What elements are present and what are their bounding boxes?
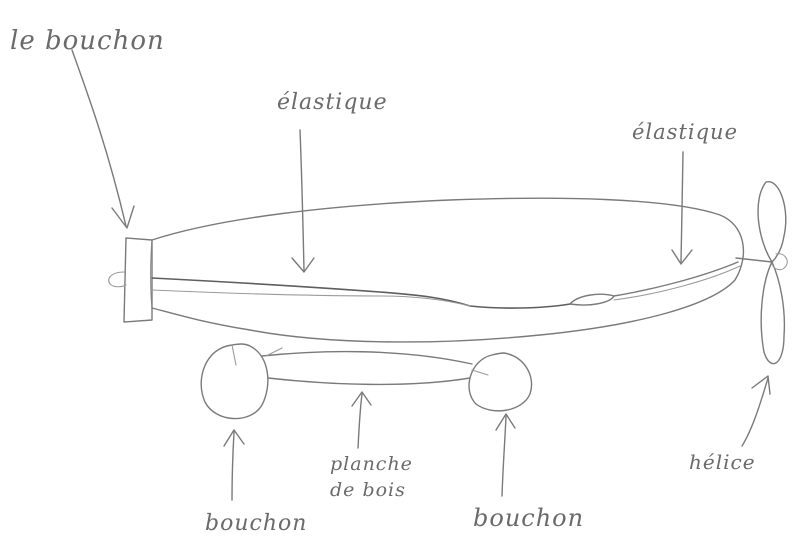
cork-wheel-right-axle xyxy=(471,369,489,376)
elastic-band xyxy=(151,277,571,309)
label-cork-right-wheel: bouchon xyxy=(473,504,585,532)
propeller-blade-top xyxy=(757,181,787,263)
wood-plank xyxy=(261,350,473,365)
label-elastic-left: élastique xyxy=(277,90,388,115)
arrow-propeller xyxy=(741,375,771,447)
wood-plank-bottom xyxy=(267,377,471,386)
plank-strut xyxy=(265,347,283,357)
elastic-knot xyxy=(569,293,615,306)
arrow-cork-right xyxy=(495,413,516,497)
cork-wheel-left xyxy=(200,343,269,420)
label-cork-top: le bouchon xyxy=(10,26,165,56)
cork-wheel-right xyxy=(468,352,533,412)
arrow-cork-left xyxy=(223,429,245,501)
arrow-elastic-left xyxy=(291,129,315,273)
label-elastic-right: élastique xyxy=(632,120,738,144)
label-plank-line1: planche xyxy=(330,453,413,475)
elastic-band-tail xyxy=(613,261,739,297)
balloon-hull xyxy=(151,197,745,343)
propeller-blade-bottom xyxy=(760,261,786,365)
label-cork-left-wheel: bouchon xyxy=(205,511,308,536)
cork-wheel-left-axle xyxy=(231,344,237,366)
cork-plug xyxy=(123,237,153,323)
propeller-shaft xyxy=(735,257,773,263)
cork-nozzle xyxy=(108,271,127,288)
arrow-cork-top xyxy=(71,49,135,229)
label-propeller: hélice xyxy=(689,450,756,474)
propeller-hub xyxy=(771,253,788,271)
elastic-band-tail-2 xyxy=(613,265,741,301)
elastic-band-return xyxy=(151,289,471,307)
arrow-plank xyxy=(351,391,372,449)
label-plank-line2: de bois xyxy=(330,479,406,501)
arrow-elastic-right xyxy=(671,151,693,265)
